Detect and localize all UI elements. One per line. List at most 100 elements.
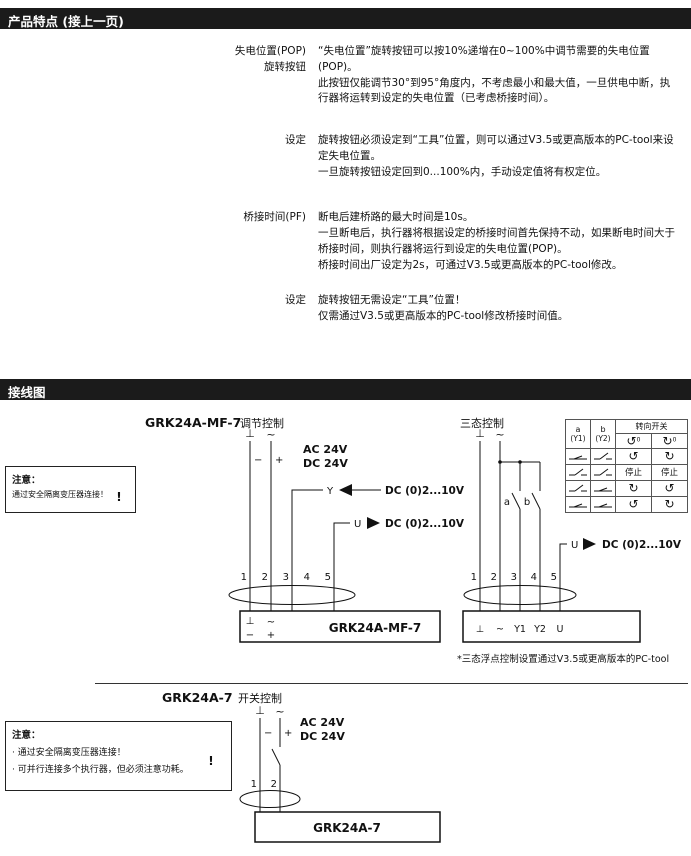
supply-ac-label: AC 24V [303, 443, 348, 456]
feature-paragraph: 仅需通过V3.5或更高版本的PC-tool修改桥接时间值。 [318, 310, 569, 322]
wiring-diagrams: GRK24A-MF-7 调节控制 ⊥ ~ − + AC 24V DC 24V Y… [0, 400, 691, 856]
box-terminal-label: Y2 [533, 624, 546, 635]
control-type-label: 调节控制 [240, 416, 284, 430]
note-line: · 可并行连接多个执行器，但必须注意功耗。 [12, 764, 189, 775]
signal-arrow-right-icon [367, 516, 380, 529]
note-box-transformer: 注意： 通过安全隔离变压器连接！ ! [5, 465, 136, 513]
note-title: 注意： [12, 729, 41, 741]
supply-dc-label: DC 24V [303, 457, 348, 470]
feature-label-pop: 失电位置(POP) 旋转按钮 [0, 44, 318, 107]
feature-body-pop: “失电位置”旋转按钮可以按10%递增在0~100%中调节需要的失电位置(POP)… [318, 44, 680, 107]
feature-paragraph: 一旦旋转按钮设定回到0...100%内，手动设定值将有权定位。 [318, 165, 607, 178]
feature-label-setting-1: 设定 [0, 133, 318, 180]
switch-b-label: b [524, 497, 530, 508]
feature-label-line: 失电位置(POP) [234, 45, 306, 57]
switch-open-icon [594, 468, 612, 476]
supply-ac-label: AC 24V [300, 716, 345, 729]
u-terminal-label: U [571, 540, 578, 551]
rotation-ccw-0-icon: ↺0 [615, 432, 652, 449]
col-header-a: a (Y1) [565, 418, 591, 449]
plus-symbol: + [284, 728, 292, 739]
direction-table-row: ↻↺ [565, 479, 688, 497]
note-box-transformer-parallel: 注意： · 通过安全隔离变压器连接！ · 可并行连接多个执行器，但必须注意功耗。… [5, 720, 232, 791]
phase-symbol: ~ [266, 428, 275, 441]
junction-dot [518, 459, 522, 464]
feature-label-bridge-time: 桥接时间(PF) [0, 210, 318, 273]
feature-body-setting-1: 旋转按钮必须设定到“工具”位置，则可以通过V3.5或更高版本的PC-tool来设… [318, 133, 680, 180]
phase-symbol: ~ [275, 705, 284, 718]
box-terminal-label: ⊥ [476, 624, 484, 635]
rotation-cw-icon: ↻ [664, 449, 675, 464]
terminal-numbers: 1 2 [251, 779, 277, 790]
rotation-ccw-icon: ↺ [664, 481, 675, 496]
y-signal-label: DC (0)2...10V [385, 485, 465, 497]
box-ground-symbol: ⊥ [246, 616, 255, 627]
terminal-number: 1 [251, 779, 257, 790]
junction-dot [498, 459, 502, 464]
signal-arrow-left-icon [339, 483, 352, 496]
feature-body-bridge-time: 断电后建桥路的最大时间是10s。 一旦断电后，执行器将根据设定的桥接时间首先保持… [318, 210, 680, 273]
feature-label-line: 旋转按钮 [264, 60, 306, 73]
terminal-number: 4 [304, 572, 310, 583]
ground-symbol: ⊥ [255, 704, 265, 717]
switch-closed-icon [594, 503, 612, 508]
note-line: 通过安全隔离变压器连接！ [12, 489, 108, 499]
cable-gland [239, 789, 301, 808]
box-minus-symbol: − [246, 630, 254, 641]
box-model-label: GRK24A-7 [313, 821, 381, 835]
col-header-b: b (Y2) [590, 418, 616, 449]
stop-label: 停止 [660, 468, 678, 479]
box-plus-symbol: + [267, 630, 275, 641]
rotation-cw-0-icon: ↻0 [651, 432, 688, 449]
feature-paragraph: 此按钮仅能调节30°到95°角度内，不考虑最小和最大值，一旦供电中断，执行器将运… [318, 76, 671, 105]
box-phase-symbol: ~ [267, 617, 275, 628]
control-type-label: 开关控制 [238, 691, 282, 705]
datasheet-page: 产品特点 (接上一页) 失电位置(POP) 旋转按钮 “失电位置”旋转按钮可以按… [0, 8, 691, 843]
stop-label: 停止 [624, 468, 642, 479]
switch-open-icon [594, 452, 612, 460]
terminal-number: 5 [551, 572, 557, 583]
switch-a-label: a [504, 497, 510, 508]
box-model-label: GRK24A-MF-7 [329, 621, 421, 635]
terminal-number: 2 [491, 572, 497, 583]
minus-symbol: − [254, 455, 262, 466]
actuator-box [239, 610, 441, 643]
warning-icon: ! [208, 754, 213, 768]
cable-gland [463, 584, 577, 605]
feature-item-setting-2: 设定 旋转按钮无需设定“工具”位置！ 仅需通过V3.5或更高版本的PC-tool… [0, 293, 691, 325]
y-terminal-label: Y [326, 486, 334, 497]
direction-table-row: ↺↻ [565, 495, 688, 513]
direction-table-row: ↺↻ [565, 447, 688, 465]
terminal-number: 4 [531, 572, 537, 583]
switch-closed-icon [594, 487, 612, 492]
phase-symbol: ~ [495, 428, 504, 441]
terminal-number: 2 [271, 779, 277, 790]
feature-paragraph: 旋转按钮必须设定到“工具”位置，则可以通过V3.5或更高版本的PC-tool来设… [318, 134, 674, 162]
direction-switch-table: a (Y1) b (Y2) 转向开关 ↺0 ↻0 ↺↻停止停止↻↺↺↻ [565, 418, 688, 513]
cable-gland [228, 584, 356, 605]
wiring-diagram-3point: 三态控制 ⊥ ~ a b U DC (0)2...10V [457, 416, 682, 665]
feature-item-bridge-time: 桥接时间(PF) 断电后建桥路的最大时间是10s。 一旦断电后，执行器将根据设定… [0, 210, 691, 273]
warning-icon: ! [116, 490, 121, 504]
section-title-wiring: 接线图 [8, 384, 46, 400]
ground-symbol: ⊥ [245, 427, 255, 440]
section-header-wiring: 接线图 [0, 378, 691, 400]
wires [259, 717, 281, 812]
terminal-number: 3 [283, 572, 289, 583]
terminal-number: 5 [325, 572, 331, 583]
terminal-number: 2 [262, 572, 268, 583]
control-type-label: 三态控制 [460, 416, 504, 430]
note-title: 注意： [12, 474, 41, 486]
feature-paragraph: 一旦断电后，执行器将根据设定的桥接时间首先保持不动，如果断电时间大于桥接时间，则… [318, 227, 675, 255]
wiring-diagram-mf: GRK24A-MF-7 调节控制 ⊥ ~ − + AC 24V DC 24V Y… [145, 415, 465, 643]
terminal-number: 1 [471, 572, 477, 583]
rotation-ccw-icon: ↺ [628, 497, 639, 512]
supply-dc-label: DC 24V [300, 730, 345, 743]
direction-table-body: ↺↻停止停止↻↺↺↻ [565, 447, 688, 513]
switch-closed-icon [569, 503, 587, 508]
signal-arrow-right-icon [583, 537, 596, 550]
terminal-numbers: 1 2 3 4 5 [241, 572, 331, 583]
box-terminal-label: U [557, 624, 564, 635]
feature-label-line: 设定 [285, 294, 306, 307]
minus-symbol: − [264, 728, 272, 739]
